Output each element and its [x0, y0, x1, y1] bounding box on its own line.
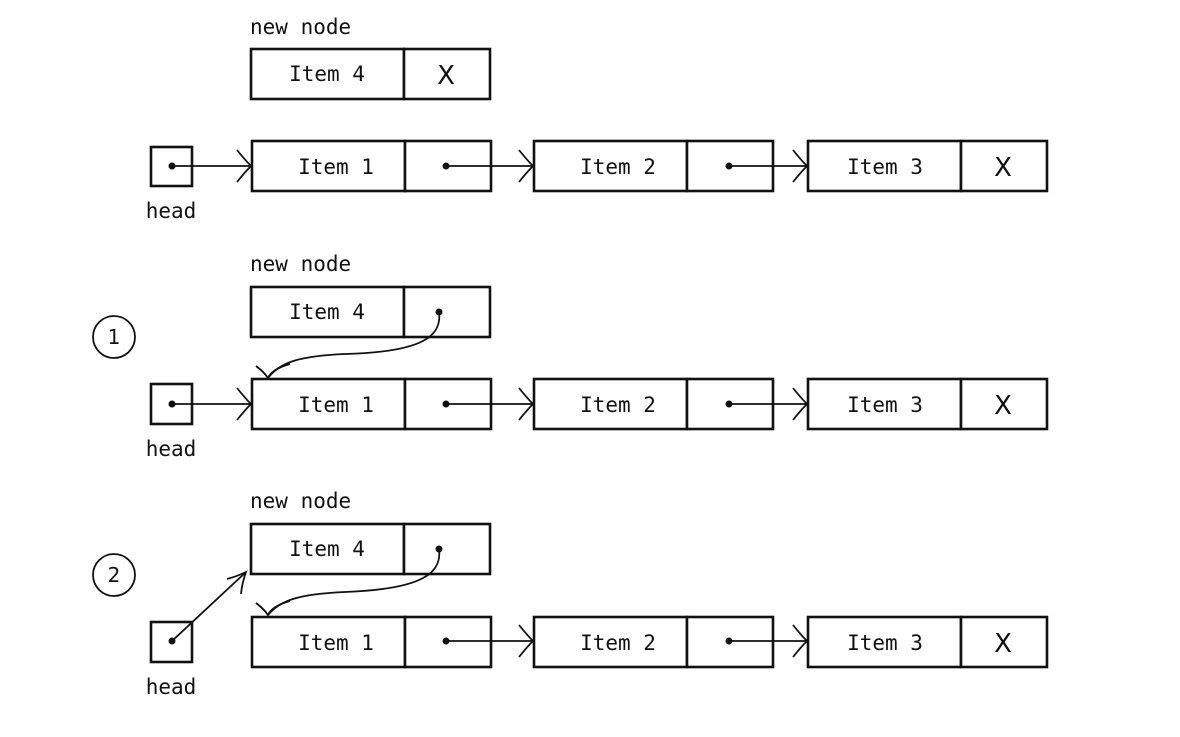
new-node: Item 4: [249, 285, 492, 380]
null-marker: X: [437, 61, 455, 91]
node-item-label: Item 1: [298, 155, 374, 179]
node-item-label: Item 3: [847, 155, 923, 179]
step-marker: [92, 315, 136, 359]
new-node-item-label: Item 4: [289, 62, 365, 86]
panel-step-1: 1 new node Item 4 head Item 1 Item 2: [92, 252, 1049, 461]
head-label: head: [146, 199, 197, 223]
panel-initial: new node Item 4 X head Item 1 Item 2: [146, 15, 1049, 223]
node-2: Item 2: [532, 615, 809, 669]
node-item-label: Item 3: [847, 631, 923, 655]
null-marker: X: [994, 391, 1012, 421]
new-node: Item 4: [249, 522, 492, 617]
node-1: Item 1: [250, 377, 535, 431]
node-item-label: Item 2: [580, 393, 656, 417]
panel-step-2: 2 new node Item 4 head Item 1 Item 2: [92, 489, 1049, 699]
head-label: head: [146, 675, 197, 699]
node-item-label: Item 3: [847, 393, 923, 417]
head-to-new-node-arrow: [171, 571, 247, 642]
node-3: Item 3 X: [806, 615, 1049, 669]
node-2: Item 2: [532, 139, 809, 193]
null-marker: X: [994, 153, 1012, 183]
head-label: head: [146, 437, 197, 461]
new-node-label: new node: [250, 15, 351, 39]
node-3: Item 3 X: [806, 139, 1049, 193]
node-item-label: Item 2: [580, 631, 656, 655]
node-item-label: Item 1: [298, 631, 374, 655]
node-1: Item 1: [250, 615, 535, 669]
new-node-item-label: Item 4: [289, 537, 365, 561]
node-item-label: Item 1: [298, 393, 374, 417]
new-node-data-cell: [249, 47, 406, 101]
new-node-next-cell: [402, 47, 492, 101]
new-node-label: new node: [250, 489, 351, 513]
node-3: Item 3 X: [806, 377, 1049, 431]
node-1: Item 1: [250, 139, 535, 193]
new-node: Item 4 X: [249, 47, 492, 101]
step-marker: [92, 553, 136, 597]
step-number: 2: [108, 563, 121, 587]
new-node-next-arrow: [267, 311, 441, 379]
new-node-item-label: Item 4: [289, 300, 365, 324]
node-2: Item 2: [532, 377, 809, 431]
new-node-label: new node: [250, 252, 351, 276]
step-number: 1: [108, 325, 121, 349]
node-item-label: Item 2: [580, 155, 656, 179]
head-pointer-box: [149, 382, 194, 426]
null-marker: X: [994, 629, 1012, 659]
